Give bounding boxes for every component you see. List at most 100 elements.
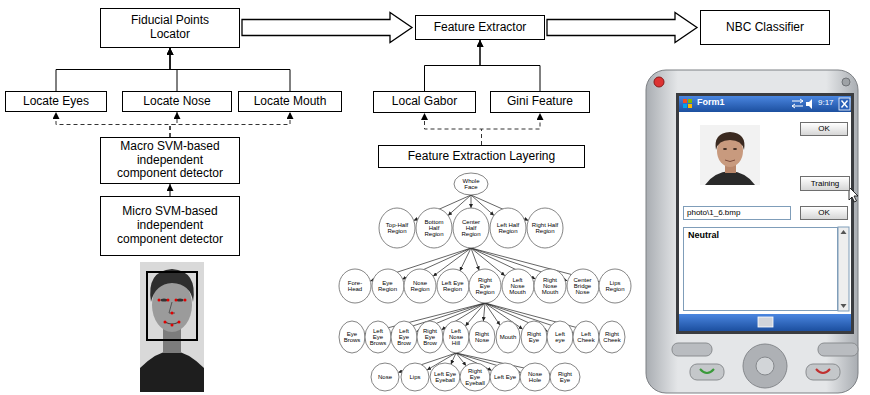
hair (716, 132, 745, 150)
node-text: Left Eye Brow (394, 328, 413, 347)
region-ellipse: Left Eye (490, 363, 520, 391)
node-text: Left Nose Hill (446, 328, 465, 347)
node-text: Right Half Region (531, 222, 558, 235)
node-text: Left Eye Brows (368, 328, 387, 347)
ellipse-shape (469, 269, 501, 303)
fiducial-point (171, 324, 174, 327)
ellipse-shape (496, 321, 520, 353)
region-ellipse: Nose (371, 363, 399, 391)
node-text: Gini Feature (507, 95, 573, 109)
region-ellipse: Right Eye Brow (417, 321, 443, 353)
window-title: Form1 (697, 98, 725, 108)
ellipse-shape (453, 208, 489, 248)
process-box: Gini Feature (490, 91, 590, 113)
node-text: Right Eye (524, 331, 543, 344)
ellipse-shape (417, 321, 443, 353)
ellipse-shape (527, 208, 563, 248)
ellipse-shape (404, 269, 436, 303)
process-box: Feature Extraction Layering (378, 145, 585, 168)
sync-icon (792, 99, 803, 108)
node-text: Lips (409, 374, 420, 380)
node-text: Right Eye Region (473, 277, 497, 296)
process-box: Fiducial Points Locator (100, 8, 240, 48)
connector (471, 195, 472, 208)
node-text: Nose Region (408, 280, 432, 293)
region-ellipse: Left eye (547, 321, 573, 353)
start-flag (688, 104, 692, 108)
process-box: Macro SVM-based independent component de… (100, 137, 240, 184)
node-text: Feature Extractor (434, 21, 527, 35)
keyboard-icon (758, 317, 773, 327)
clock-text: 9:17 (818, 99, 834, 108)
nose (169, 302, 175, 313)
eye (723, 148, 727, 150)
mouth (725, 160, 735, 162)
phone-glyph (700, 369, 714, 373)
region-ellipse: Left Nose Hill (443, 321, 469, 353)
node-text: Locate Eyes (23, 95, 89, 109)
button: OK (800, 122, 848, 136)
ellipse-shape (490, 363, 520, 391)
scroll-arrow (841, 230, 847, 308)
node-text: Right Eye (554, 371, 576, 384)
soft-key (818, 343, 858, 356)
photo-ground (140, 262, 204, 392)
phone-body (646, 70, 858, 393)
cursor (849, 187, 858, 202)
node-text: Right Eye Brow (420, 328, 439, 347)
close-cross (842, 101, 848, 108)
region-ellipse: Right Half Region (527, 208, 563, 248)
node-text: OK (818, 124, 830, 133)
region-ellipse: Eye Brows (339, 321, 365, 353)
ellipse-shape (339, 269, 371, 303)
ellipse-shape (490, 208, 526, 248)
ellipse-shape (520, 363, 550, 391)
region-ellipse: Right Eye Region (469, 269, 501, 303)
title-bar (679, 96, 851, 112)
node-text: Mouth (500, 334, 517, 340)
node-text: Top-Half Region (383, 222, 410, 235)
node-text: Whole Face (458, 178, 484, 191)
process-box: Local Gabor (373, 91, 476, 113)
ellipse-shape (454, 173, 488, 195)
ellipse-shape (599, 269, 631, 303)
ellipse-shape (365, 321, 391, 353)
process-box: Micro SVM-based independent component de… (100, 196, 240, 256)
region-ellipse: Right Eye (550, 363, 580, 391)
ellipse-shape (547, 321, 573, 353)
node-text: OK (818, 208, 830, 217)
connector (170, 184, 171, 196)
region-ellipse: Fore-Head (339, 269, 371, 303)
block-arrow (547, 13, 697, 43)
ellipse-shape (521, 321, 547, 353)
eye (177, 298, 184, 301)
fiducial-point (164, 321, 167, 324)
start-flag (683, 99, 687, 103)
node-text: Training (811, 179, 840, 188)
region-ellipse: Center Bridge Nose (567, 269, 599, 303)
d-pad-center (756, 357, 774, 375)
ellipse-shape (469, 321, 495, 353)
node-text: NBC Classifier (726, 21, 804, 35)
screen-frame (676, 93, 854, 334)
node-text: Eye Brows (342, 331, 361, 344)
node-text: Center Bridge Nose (571, 277, 595, 296)
ellipse-shape (502, 269, 534, 303)
fiducial-point (171, 312, 174, 315)
fiducial-points (158, 299, 187, 327)
ellipse-shape (534, 269, 566, 303)
region-ellipse: Right Nose (469, 321, 495, 353)
button: OK (800, 206, 848, 220)
start-flag (688, 99, 692, 103)
eye (161, 298, 168, 301)
eye (733, 148, 737, 150)
face-photo (140, 262, 204, 392)
connector (460, 248, 471, 271)
region-ellipse: Mouth (496, 321, 520, 353)
connector (56, 48, 170, 91)
region-ellipse: Top-Half Region (379, 208, 415, 248)
region-ellipse: Left Half Region (490, 208, 526, 248)
ellipse-shape (443, 321, 469, 353)
region-ellipse: Right Cheek (599, 321, 625, 353)
text-area: Neutral (683, 227, 838, 311)
